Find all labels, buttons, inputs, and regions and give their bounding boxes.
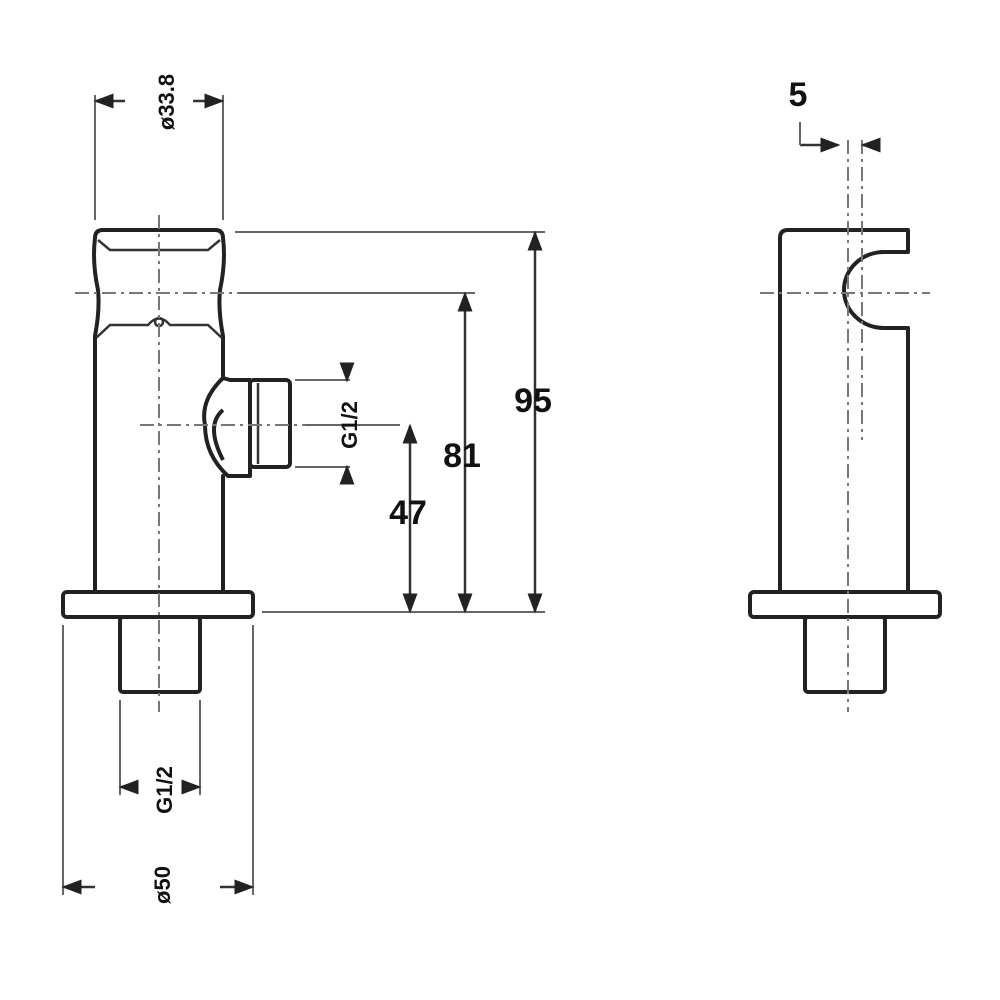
height-47-label: 47 xyxy=(389,494,427,532)
front-view: ø33.8 G1/2 95 81 47 G1/2 ø50 xyxy=(61,74,552,904)
bottom-pipe xyxy=(118,615,202,694)
height-81-label: 81 xyxy=(443,437,481,475)
base-plate-side xyxy=(748,590,942,619)
base-diameter-label: ø50 xyxy=(150,866,175,904)
inlet-connector xyxy=(248,378,292,469)
bottom-pipe-side xyxy=(803,615,887,694)
offset-5-label: 5 xyxy=(789,76,808,114)
bottom-thread-label: G1/2 xyxy=(152,766,177,814)
top-diameter-label: ø33.8 xyxy=(154,74,179,130)
side-view: 5 xyxy=(748,76,942,712)
inlet-boss xyxy=(202,376,252,478)
height-95-label: 95 xyxy=(514,382,552,420)
holder-body-side xyxy=(778,228,910,594)
inlet-thread-label: G1/2 xyxy=(337,401,362,449)
